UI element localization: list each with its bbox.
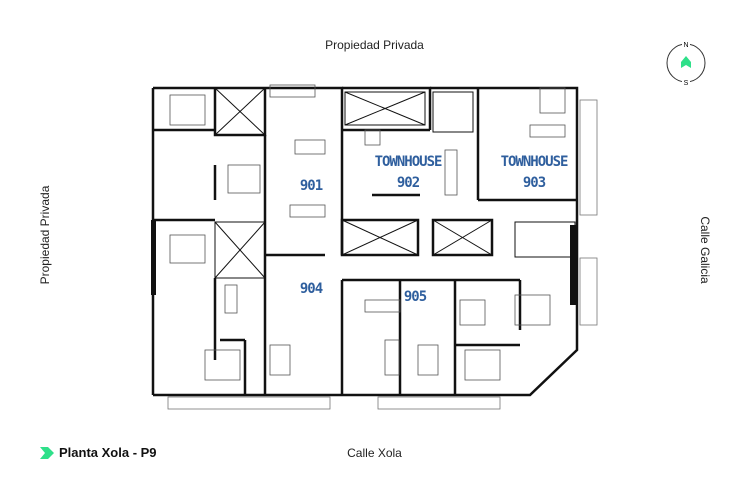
windows [167,99,598,410]
plan-title-text: Planta Xola - P9 [59,445,157,460]
unit-905-label: 905 [404,289,427,305]
unit-903-label: 903 [523,175,546,191]
unit-903-type-label: TOWNHOUSE [501,154,568,170]
top-boundary-label: Propiedad Privada [325,38,424,52]
compass-north: N [683,42,688,49]
unit-901-label: 901 [300,178,323,194]
unit-902-label: 902 [397,175,420,191]
chevron-right-icon [40,446,54,459]
compass-south: S [684,80,689,87]
furniture [169,84,566,381]
compass: N S [666,40,706,87]
unit-904-label: 904 [300,281,323,297]
thick-walls [151,220,576,305]
north-arrow-icon [681,56,691,68]
bottom-street-label: Calle Xola [347,446,402,460]
voids-and-shafts [214,87,576,279]
plan-title: Planta Xola - P9 [40,445,157,460]
unit-902-type-label: TOWNHOUSE [375,154,442,170]
unit-labels: 901 TOWNHOUSE 902 TOWNHOUSE 903 904 905 [300,154,569,305]
